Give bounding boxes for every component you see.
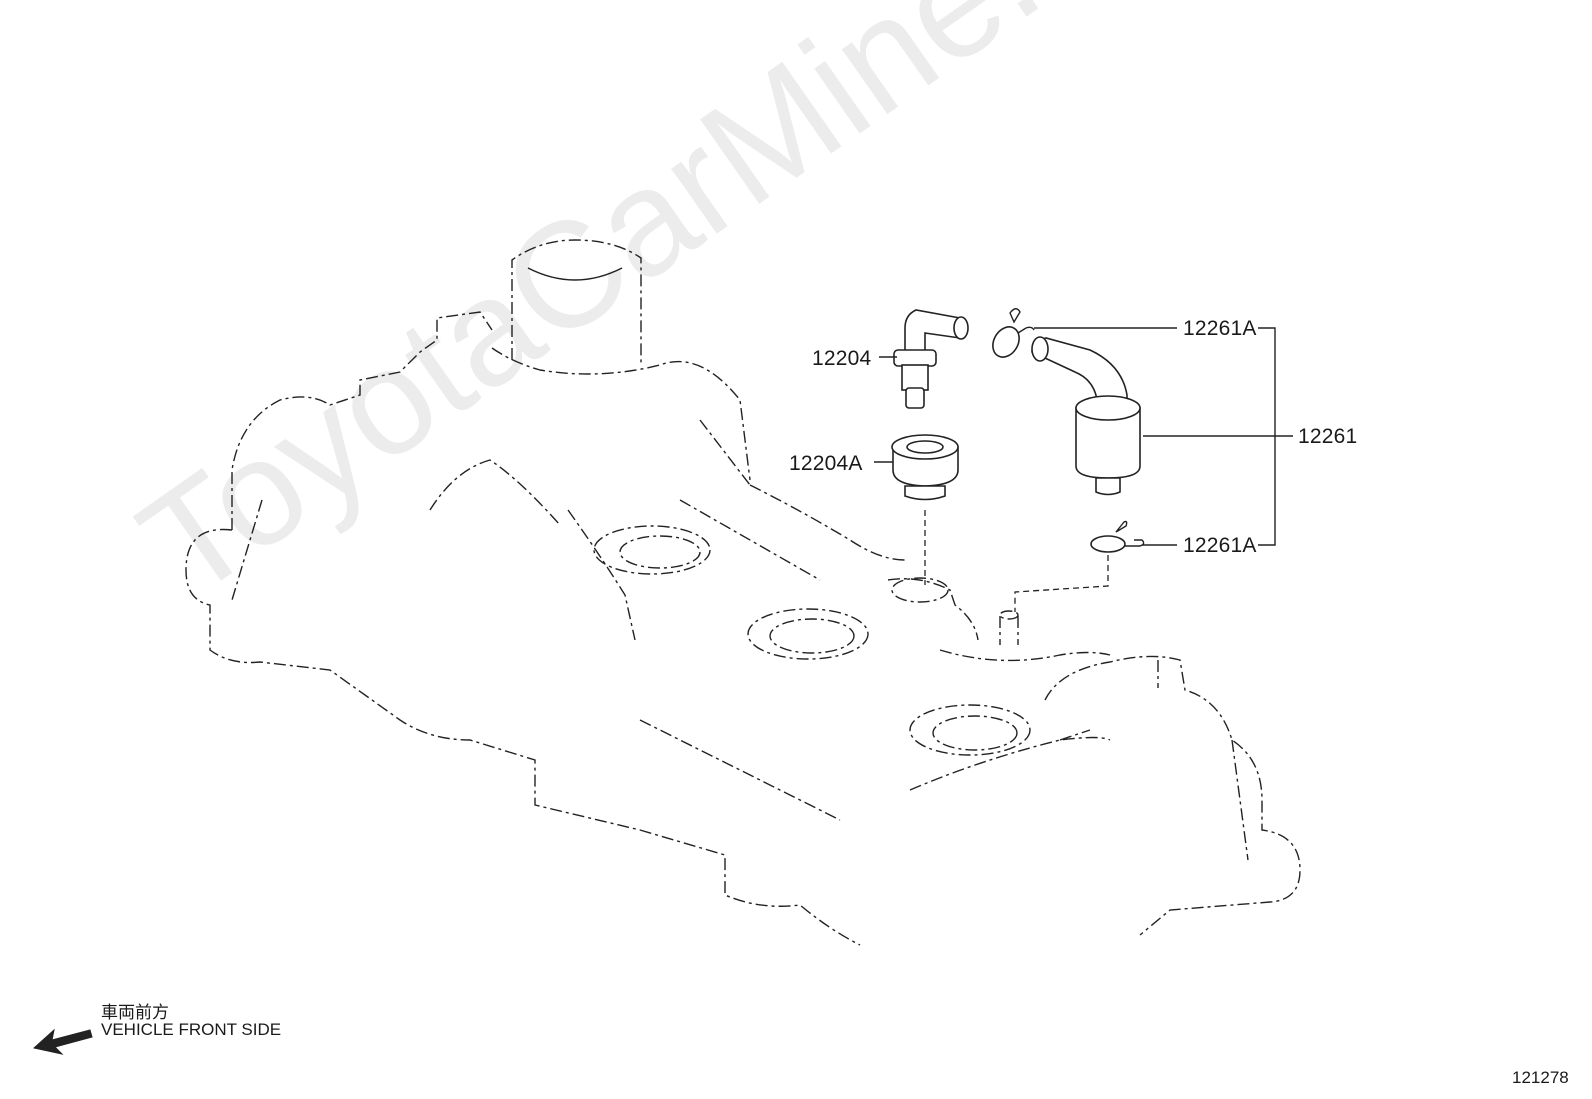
hose-leader bbox=[1014, 555, 1109, 612]
pcv-valve-part bbox=[893, 309, 969, 409]
callout-12261a-top[interactable]: 12261A bbox=[1183, 317, 1257, 340]
front-direction-label-en: VEHICLE FRONT SIDE bbox=[101, 1020, 282, 1039]
front-direction-arrow-icon bbox=[32, 1028, 93, 1055]
hose-clip-top-part bbox=[992, 308, 1035, 358]
callout-12204[interactable]: 12204 bbox=[812, 347, 872, 370]
hose-clip-bottom-part bbox=[1090, 520, 1145, 553]
callout-12204a[interactable]: 12204A bbox=[789, 452, 863, 475]
front-direction-label-jp: 車両前方 bbox=[101, 1003, 169, 1023]
cylinder-head-cover-outline bbox=[185, 239, 1301, 946]
callout-12261[interactable]: 12261 bbox=[1298, 425, 1358, 448]
figure-number: 121278 bbox=[1512, 1068, 1569, 1087]
callout-leaders bbox=[874, 327, 1293, 546]
ventilation-hose-part bbox=[1031, 336, 1141, 496]
callout-12261a-bottom[interactable]: 12261A bbox=[1183, 534, 1257, 557]
pcv-grommet-part bbox=[891, 434, 959, 501]
